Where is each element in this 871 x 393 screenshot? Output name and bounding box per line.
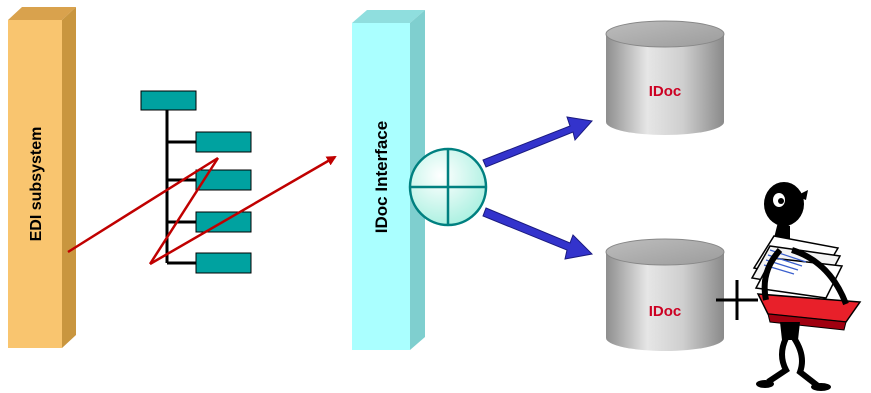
plus-sign: [716, 280, 758, 320]
tree-child-node: [195, 169, 252, 191]
interface-block-front: [352, 23, 410, 350]
idoc-database-bottom: IDoc: [605, 238, 725, 351]
idoc-db-top-label: IDoc: [649, 83, 682, 100]
crosshair-circle-icon: [408, 147, 488, 227]
edi-subsystem-block: EDI subsystem: [8, 7, 76, 348]
idoc-tree-structure: [140, 90, 252, 274]
person-carrying-documents-icon: [750, 182, 862, 391]
blue-arrow-to-top-db: [482, 116, 593, 168]
interface-block-top: [352, 10, 425, 23]
flow-line-segment: [67, 156, 219, 254]
flow-line-segment: [148, 157, 220, 265]
tree-child-node: [195, 131, 252, 153]
tree-child-node: [195, 252, 252, 274]
edi-block-side: [62, 7, 76, 348]
idoc-interface-label: IDoc Interface: [372, 121, 391, 233]
flow-arrow-line: [149, 155, 337, 266]
idoc-database-top: IDoc: [605, 20, 725, 135]
edi-block-front: [8, 20, 62, 348]
idoc-interface-block: IDoc Interface: [352, 10, 425, 350]
tree-root-node: [140, 90, 197, 111]
edi-subsystem-label: EDI subsystem: [28, 127, 45, 242]
edi-to-interface-flow: [67, 155, 337, 266]
edi-block-top: [8, 7, 76, 20]
blue-arrow-to-bottom-db: [482, 207, 594, 260]
idoc-db-bottom-label: IDoc: [649, 303, 682, 320]
